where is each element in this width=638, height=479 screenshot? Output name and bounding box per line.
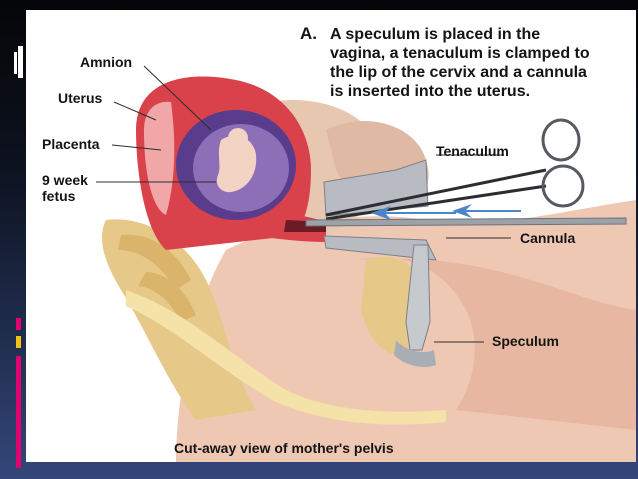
vertebra: [138, 272, 196, 322]
figure-caption: Cut-away view of mother's pelvis: [174, 440, 394, 456]
tenaculum-shaft: [325, 168, 547, 217]
tenaculum-ring: [541, 164, 585, 208]
cannula-tube: [305, 217, 627, 227]
amnion-leader-line: [143, 65, 212, 131]
slide-accent-mark: [16, 318, 21, 330]
slide-accent-mark: [16, 336, 21, 348]
label-tenaculum: Tenaculum: [436, 143, 509, 159]
label-uterus: Uterus: [58, 90, 103, 106]
pelvis-cutaway-illustration: [96, 65, 636, 462]
rectum-wall: [126, 290, 446, 425]
slide-decoration-bar: [18, 46, 23, 78]
tenaculum-ring: [541, 118, 581, 162]
slide-decoration-bar: [14, 52, 17, 74]
medical-illustration-panel: A. A speculum is placed in the vagina, a…: [26, 10, 636, 462]
uterus-leader-line: [113, 101, 157, 121]
speculum-handle: [405, 244, 431, 351]
label-fetus: 9 week fetus: [42, 172, 88, 204]
placenta-leader-line: [111, 144, 162, 151]
speculum-grip: [394, 340, 436, 367]
speculum-lower-blade: [323, 235, 437, 261]
label-cannula: Cannula: [520, 230, 576, 246]
figure-heading-text: A speculum is placed in the vagina, a te…: [330, 26, 590, 100]
fetus: [216, 135, 257, 193]
fetus-head: [228, 128, 248, 148]
label-amnion: Amnion: [80, 54, 133, 70]
slide-accent-bar: [16, 356, 21, 468]
label-speculum: Speculum: [492, 333, 559, 349]
vertebra: [118, 234, 191, 290]
placenta: [144, 101, 175, 215]
flow-arrow: [452, 204, 521, 218]
thigh-shading: [356, 257, 636, 430]
speculum-upper-blade: [323, 159, 429, 217]
flow-arrow: [371, 206, 456, 220]
tenaculum-shaft: [325, 184, 547, 221]
label-placenta: Placenta: [42, 136, 100, 152]
figure-heading-letter: A.: [300, 24, 317, 43]
